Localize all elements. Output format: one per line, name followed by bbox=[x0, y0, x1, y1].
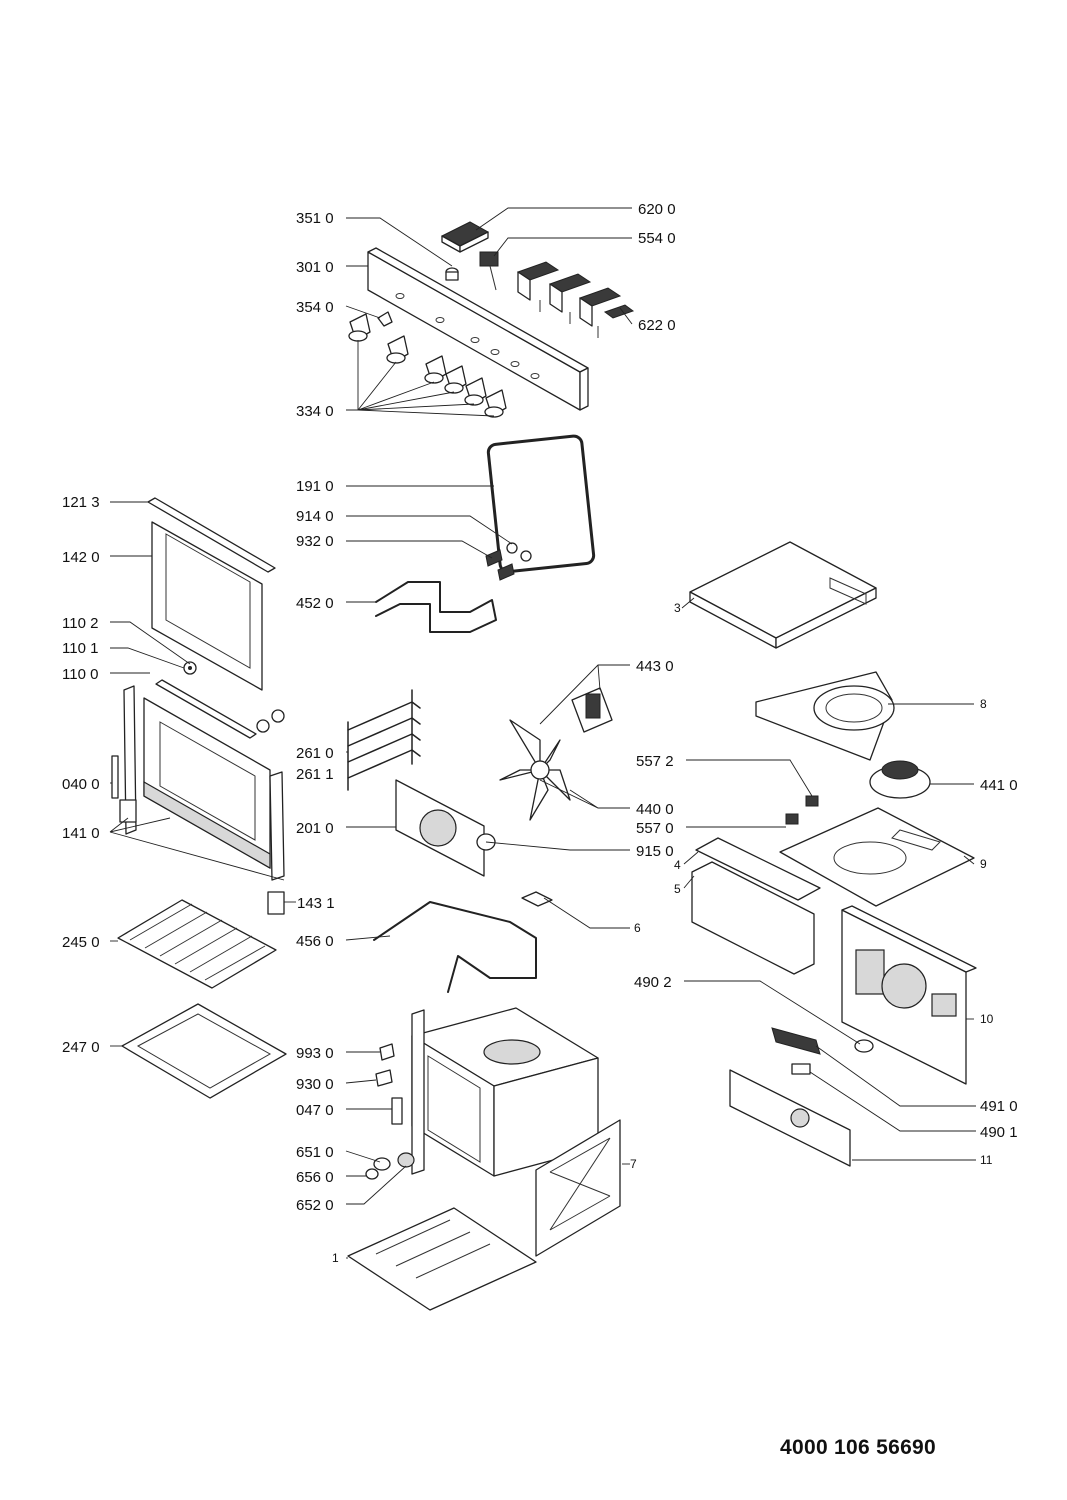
label-141-0: 141 0 bbox=[62, 825, 100, 842]
label-930-0: 930 0 bbox=[296, 1076, 334, 1093]
label-622-0: 622 0 bbox=[638, 317, 676, 334]
label-10: 10 bbox=[980, 1012, 994, 1026]
label-557-0: 557 0 bbox=[636, 820, 674, 837]
label-915-0: 915 0 bbox=[636, 843, 674, 860]
label-261-0: 261 0 bbox=[296, 745, 334, 762]
label-490-2: 490 2 bbox=[634, 974, 672, 991]
label-8: 8 bbox=[980, 697, 987, 711]
casing-group bbox=[689, 541, 977, 1167]
label-452-0: 452 0 bbox=[296, 595, 334, 612]
label-490-1: 490 1 bbox=[980, 1124, 1018, 1141]
fan-group bbox=[476, 687, 613, 851]
label-110-0: 110 0 bbox=[62, 666, 98, 683]
label-932-0: 932 0 bbox=[296, 533, 334, 550]
label-351-0: 351 0 bbox=[296, 210, 334, 227]
label-651-0: 651 0 bbox=[296, 1144, 334, 1161]
label-040-0: 040 0 bbox=[62, 776, 100, 793]
label-491-0: 491 0 bbox=[980, 1098, 1018, 1115]
label-142-0: 142 0 bbox=[62, 549, 100, 566]
label-245-0: 245 0 bbox=[62, 934, 100, 951]
part-labels: 351 0 620 0 554 0 301 0 354 0 622 0 334 … bbox=[62, 201, 1018, 1265]
label-110-2: 110 2 bbox=[62, 615, 98, 632]
label-652-0: 652 0 bbox=[296, 1197, 334, 1214]
label-1: 1 bbox=[332, 1251, 339, 1265]
label-441-0: 441 0 bbox=[980, 777, 1018, 794]
label-7: 7 bbox=[630, 1157, 637, 1171]
label-301-0: 301 0 bbox=[296, 259, 334, 276]
label-261-1: 261 1 bbox=[296, 766, 334, 783]
label-443-0: 443 0 bbox=[636, 658, 674, 675]
label-334-0: 334 0 bbox=[296, 403, 334, 420]
label-191-0: 191 0 bbox=[296, 478, 334, 495]
label-201-0: 201 0 bbox=[296, 820, 334, 837]
label-143-1: 143 1 bbox=[297, 895, 335, 912]
oven-cavity-group bbox=[347, 1007, 621, 1311]
door-group bbox=[111, 497, 285, 915]
label-914-0: 914 0 bbox=[296, 508, 334, 525]
label-5: 5 bbox=[674, 882, 681, 896]
label-557-2: 557 2 bbox=[636, 753, 674, 770]
label-3: 3 bbox=[674, 601, 681, 615]
control-panel-group bbox=[348, 221, 635, 418]
label-121-3: 121 3 bbox=[62, 494, 100, 511]
label-456-0: 456 0 bbox=[296, 933, 334, 950]
label-9: 9 bbox=[980, 857, 987, 871]
leader-lines bbox=[109, 207, 976, 1259]
document-number: 4000 106 56690 bbox=[780, 1436, 937, 1459]
label-440-0: 440 0 bbox=[636, 801, 674, 818]
label-554-0: 554 0 bbox=[638, 230, 676, 247]
label-354-0: 354 0 bbox=[296, 299, 334, 316]
label-620-0: 620 0 bbox=[638, 201, 676, 218]
label-247-0: 247 0 bbox=[62, 1039, 100, 1056]
racks-and-elements bbox=[117, 434, 596, 1099]
label-656-0: 656 0 bbox=[296, 1169, 334, 1186]
label-11: 11 bbox=[980, 1153, 993, 1167]
label-4: 4 bbox=[674, 858, 681, 872]
label-993-0: 993 0 bbox=[296, 1045, 334, 1062]
label-047-0: 047 0 bbox=[296, 1102, 334, 1119]
label-110-1: 110 1 bbox=[62, 640, 98, 657]
label-6: 6 bbox=[634, 921, 641, 935]
